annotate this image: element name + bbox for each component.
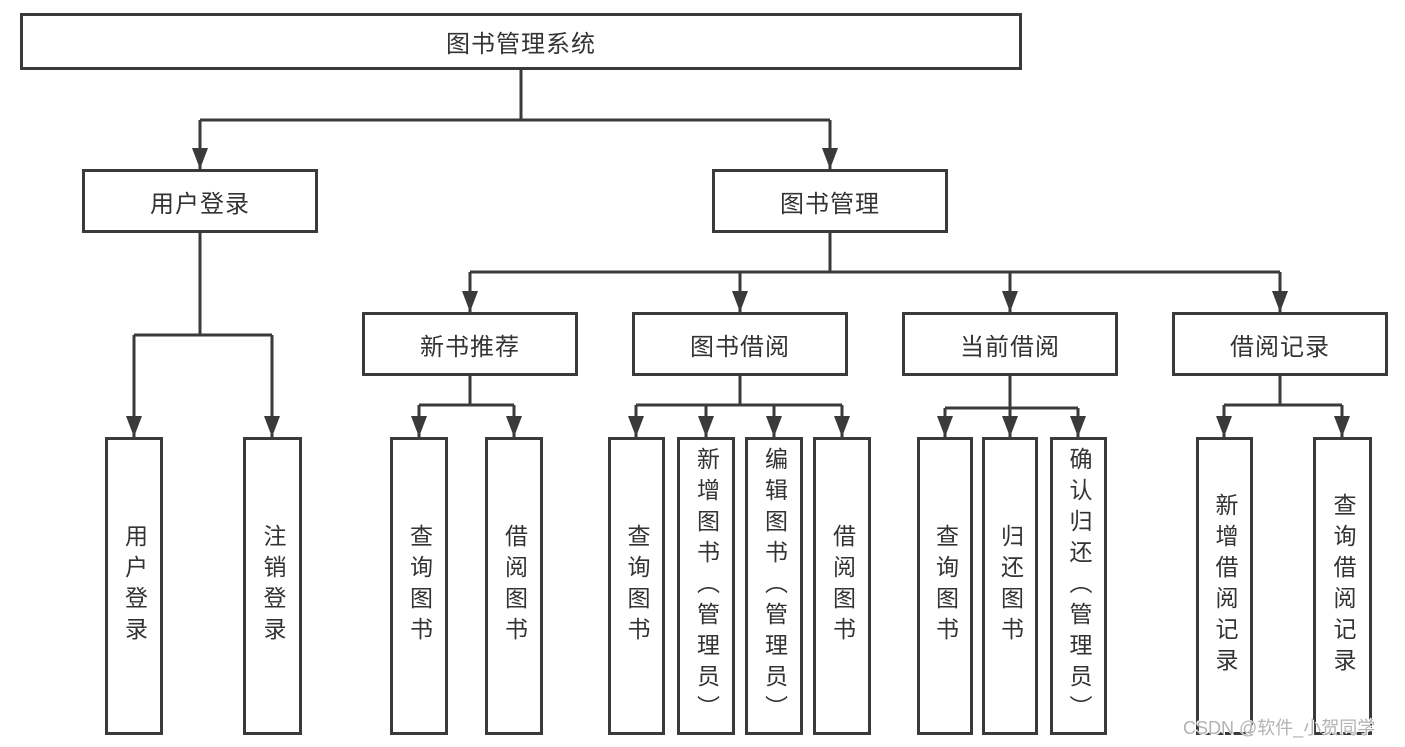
csdn-watermark: CSDN @软件_小贺同学 (1183, 718, 1376, 738)
leaf-current-query-books: 查询图书 (917, 437, 973, 735)
node-label: 新增图书（管理员） (693, 446, 720, 726)
leaf-user-login: 用户登录 (105, 437, 163, 735)
leaf-borrowing-borrow-books: 借阅图书 (813, 437, 871, 735)
node-book-management: 图书管理 (712, 169, 948, 233)
node-label: 查询图书 (624, 524, 650, 648)
node-label: 借阅图书 (501, 524, 528, 648)
node-borrowing-records: 借阅记录 (1172, 312, 1388, 376)
node-label: 新增借阅记录 (1212, 493, 1238, 679)
node-label: 归还图书 (997, 524, 1024, 648)
leaf-recommend-query-books: 查询图书 (390, 437, 448, 735)
node-label: 注销登录 (260, 524, 286, 648)
leaf-borrowing-query-books: 查询图书 (608, 437, 665, 735)
node-label: 新书推荐 (420, 333, 520, 361)
node-label: 用户登录 (121, 524, 148, 648)
node-label: 借阅记录 (1230, 333, 1330, 361)
node-label: 图书管理系统 (446, 31, 596, 58)
leaf-borrowing-add-books-admin: 新增图书（管理员） (677, 437, 735, 735)
node-book-borrowing: 图书借阅 (632, 312, 848, 376)
leaf-borrowing-edit-books-admin: 编辑图书（管理员） (745, 437, 803, 735)
node-label: 编辑图书（管理员） (761, 446, 788, 726)
node-new-book-recommendation: 新书推荐 (362, 312, 578, 376)
leaf-records-query-borrow-record: 查询借阅记录 (1313, 437, 1372, 735)
node-label: 查询图书 (932, 524, 959, 648)
leaf-records-add-borrow-record: 新增借阅记录 (1196, 437, 1253, 735)
node-label: 当前借阅 (960, 333, 1060, 361)
node-label: 图书借阅 (690, 333, 790, 361)
node-label: 借阅图书 (829, 524, 856, 648)
node-label: 查询借阅记录 (1330, 493, 1356, 679)
leaf-current-return-books: 归还图书 (982, 437, 1038, 735)
node-label: 图书管理 (780, 190, 880, 218)
leaf-current-confirm-return-admin: 确认归还（管理员） (1050, 437, 1107, 735)
node-label: 用户登录 (150, 190, 250, 218)
node-current-borrowing: 当前借阅 (902, 312, 1118, 376)
leaf-logout: 注销登录 (243, 437, 302, 735)
node-label: 查询图书 (406, 524, 433, 648)
node-library-management-system: 图书管理系统 (20, 13, 1022, 70)
node-user-login: 用户登录 (82, 169, 318, 233)
node-label: 确认归还（管理员） (1066, 446, 1092, 726)
leaf-recommend-borrow-books: 借阅图书 (485, 437, 543, 735)
